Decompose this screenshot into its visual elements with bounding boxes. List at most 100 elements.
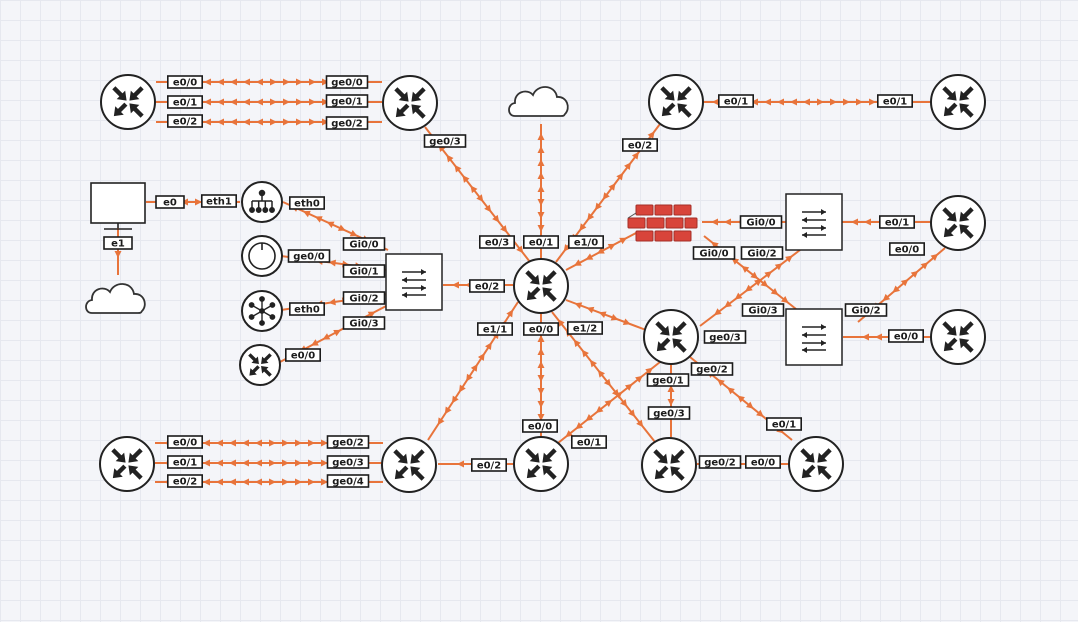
port-label: e0/1 (167, 455, 204, 469)
port-label: ge0/0 (325, 75, 369, 89)
link-arrow (229, 459, 236, 467)
link-arrow (203, 439, 210, 447)
port-label: ge0/2 (690, 362, 734, 376)
router-icon[interactable] (788, 436, 844, 492)
ring-icon[interactable] (241, 235, 283, 277)
port-label: Gi0/2 (740, 246, 784, 260)
port-label-text: Gi0/2 (349, 294, 378, 305)
nodes-layer (85, 74, 986, 493)
link-arrow (437, 417, 445, 426)
router-icon[interactable] (99, 436, 155, 492)
port-label: e0/2 (167, 474, 204, 488)
link-arrow (790, 98, 797, 106)
port-label-text: e0/1 (173, 458, 197, 469)
port-label: eth0 (288, 196, 325, 210)
port-label-text: ge0/2 (704, 458, 736, 469)
link-arrow (462, 175, 470, 183)
link-arrow (466, 373, 473, 382)
link-arrow (875, 333, 882, 341)
link-arrow (745, 401, 754, 409)
router-icon[interactable] (930, 309, 986, 365)
port-label: ge0/1 (325, 94, 369, 108)
router-icon[interactable] (513, 436, 569, 492)
monitor-icon[interactable] (90, 182, 146, 230)
link-arrow (667, 399, 675, 406)
link-arrow (308, 439, 315, 447)
router-icon[interactable] (930, 74, 986, 130)
link-arrow (470, 185, 478, 194)
link-arrow (309, 78, 316, 86)
switch-icon[interactable] (785, 308, 843, 366)
switch-icon[interactable] (785, 193, 843, 251)
cloud-icon[interactable] (85, 283, 146, 314)
link-arrow (255, 478, 262, 486)
router-icon[interactable] (239, 344, 281, 386)
link-arrow (724, 218, 731, 226)
router-icon[interactable] (381, 437, 437, 493)
port-label-text: ge0/2 (332, 438, 364, 449)
link-arrow (727, 387, 735, 395)
port-label: ge0/3 (326, 455, 370, 469)
link-arrow (477, 353, 485, 361)
router-icon[interactable] (382, 75, 438, 131)
port-label-text: Gi0/3 (748, 306, 777, 317)
link-arrow (537, 172, 545, 179)
link-arrow (484, 204, 492, 213)
link-arrow (869, 98, 876, 106)
router-icon[interactable] (930, 195, 986, 251)
hub-icon[interactable] (241, 181, 283, 223)
port-label-text: e0/0 (529, 325, 553, 336)
port-label: e0/1 (876, 94, 913, 108)
link-arrow (764, 271, 773, 279)
router-icon[interactable] (648, 74, 704, 130)
router-icon[interactable] (513, 258, 569, 314)
link-arrow (616, 172, 624, 181)
link-arrow (454, 164, 462, 173)
port-label-text: e0/3 (485, 238, 509, 249)
link-arrow (573, 259, 582, 266)
port-label-text: eth0 (294, 305, 320, 316)
port-label: Gi0/2 (342, 291, 386, 305)
link-arrow (537, 146, 545, 153)
link-arrow (622, 318, 631, 326)
link-arrow (764, 98, 771, 106)
link-arrow (492, 214, 500, 223)
link-arrow (242, 439, 249, 447)
port-label-text: ge0/3 (709, 333, 741, 344)
port-label-text: eth1 (206, 197, 232, 208)
link-arrow (537, 361, 545, 368)
link-arrow (114, 251, 122, 258)
port-label-text: ge0/1 (652, 376, 684, 387)
port-label: e0/0 (521, 419, 558, 433)
port-label: Gi0/3 (342, 316, 386, 330)
port-label-text: e0/2 (173, 477, 197, 488)
link-arrow (243, 118, 250, 126)
link-arrow (843, 98, 850, 106)
link-arrow (585, 413, 594, 422)
router-icon[interactable] (641, 437, 697, 493)
link-arrow (712, 98, 719, 106)
port-label: ge0/4 (326, 474, 370, 488)
link-arrow (602, 192, 610, 200)
link-arrow (308, 459, 315, 467)
firewall-icon[interactable] (627, 204, 698, 242)
port-label-text: ge0/0 (331, 78, 363, 89)
star-icon[interactable] (241, 290, 283, 332)
link-arrow (216, 439, 223, 447)
port-label: ge0/3 (423, 134, 467, 148)
router-icon[interactable] (643, 309, 699, 365)
link-arrow (195, 198, 202, 206)
cloud-icon[interactable] (508, 86, 569, 117)
port-label: ge0/2 (698, 455, 742, 469)
router-icon[interactable] (100, 74, 156, 130)
link-arrow (756, 409, 764, 417)
link-arrow (628, 409, 636, 418)
link-arrow (737, 395, 745, 403)
port-label: e0/0 (888, 242, 925, 256)
link-arrow (242, 478, 249, 486)
port-label: Gi0/0 (739, 215, 783, 229)
link-arrow (608, 183, 616, 191)
port-label: e0/0 (887, 329, 924, 343)
link-arrow (296, 78, 303, 86)
switch-icon[interactable] (385, 253, 443, 311)
